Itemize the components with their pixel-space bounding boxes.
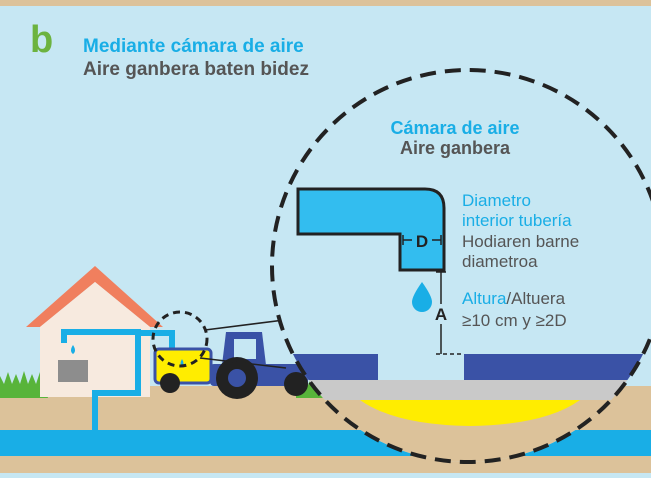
water-drop-icon <box>412 282 432 312</box>
fill-pipe <box>138 330 175 350</box>
pipe-elbow <box>296 187 446 272</box>
diameter-label-es-2: interior tubería <box>462 211 572 230</box>
panel-letter: b <box>30 19 53 61</box>
zoom-connector-bottom <box>199 357 287 369</box>
focus-circle <box>151 310 209 368</box>
diameter-label-eu-2: diametroa <box>462 252 538 271</box>
height-label-sep: / <box>506 289 511 308</box>
height-rule: ≥10 cm y ≥2D <box>462 311 567 330</box>
zoom-tank-rim <box>272 380 651 400</box>
d-label: D <box>416 232 428 251</box>
height-label: Altura/Altuera <box>462 289 566 308</box>
height-label-eu: Altuera <box>511 289 565 308</box>
house-wall <box>40 325 150 397</box>
house-gable <box>40 282 150 327</box>
d-label-bg <box>412 231 432 249</box>
height-label-es: Altura <box>462 289 507 308</box>
house-pipes <box>61 329 141 433</box>
zoom-title-eu: Aire ganbera <box>400 138 511 158</box>
grass <box>0 371 336 398</box>
diameter-label-es-1: Diametro <box>462 191 531 210</box>
zoom-trailer-right <box>464 354 651 380</box>
house-drop-icon <box>71 345 75 354</box>
zoom-water <box>360 400 580 426</box>
diameter-label-eu-1: Hodiaren barne <box>462 232 579 251</box>
panel-title-es: Mediante cámara de aire <box>83 36 304 57</box>
tractor-window <box>234 339 256 359</box>
a-label-bg <box>432 304 450 324</box>
house-roof <box>26 266 163 327</box>
house-pipe-riser <box>61 329 141 433</box>
tractor-tank-wheel <box>160 373 180 393</box>
top-band <box>0 0 651 6</box>
tractor-rear-hub <box>228 369 246 387</box>
house <box>26 266 163 397</box>
zoom-outline <box>270 68 651 464</box>
zoom-title-es: Cámara de aire <box>390 118 519 138</box>
tractor-front-wheel <box>284 372 308 396</box>
house-tank <box>58 360 88 382</box>
panel-title-eu: Aire ganbera baten bidez <box>83 59 309 80</box>
a-label: A <box>435 305 447 324</box>
